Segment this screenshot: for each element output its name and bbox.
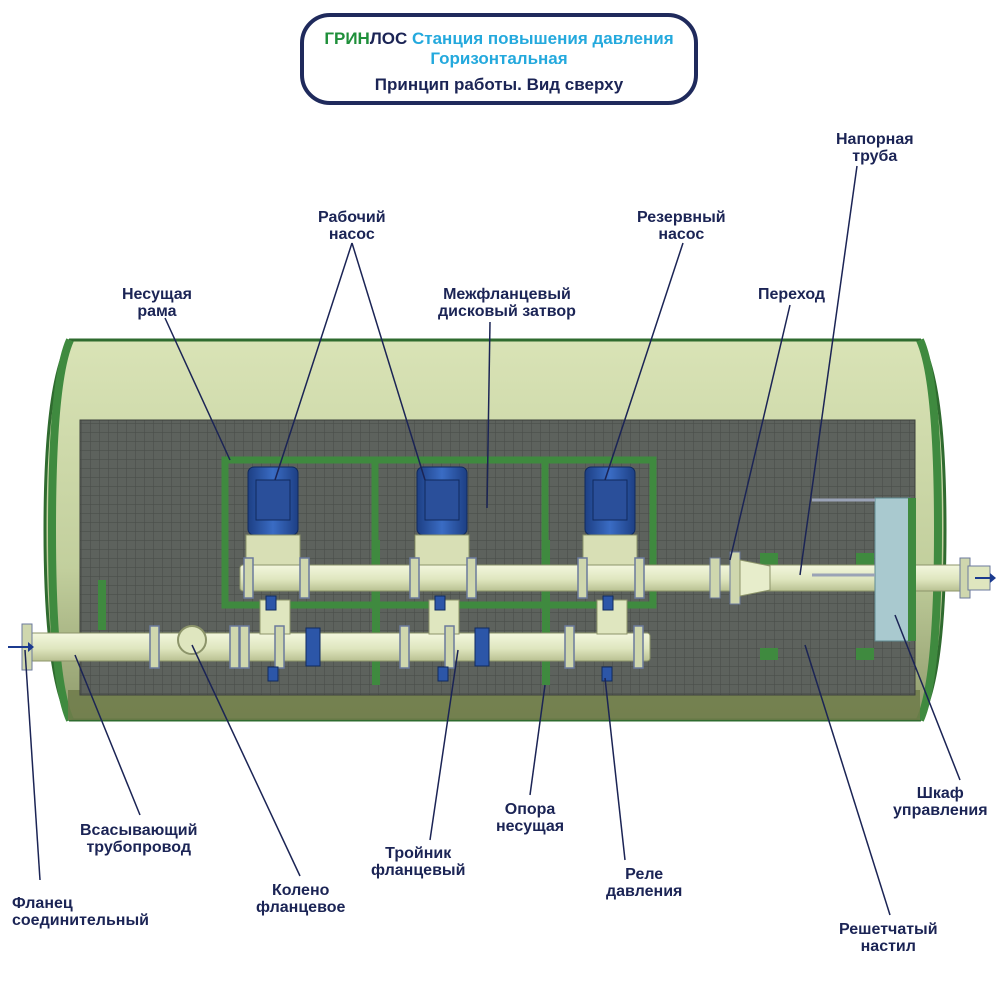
label-flange-connector: Фланец соединительный: [12, 895, 149, 929]
label-flange-connector-1: Фланец: [12, 895, 73, 912]
label-support: Опора несущая: [496, 801, 564, 835]
label-flange-connector-2: соединительный: [12, 912, 149, 929]
label-pressure-relay-1: Реле: [625, 866, 664, 883]
label-support-frame: Несущая рама: [122, 286, 192, 320]
label-flanged-elbow: Колено фланцевое: [256, 882, 345, 916]
label-control-cabinet-2: управления: [893, 802, 988, 819]
butterfly-valves: [265, 595, 614, 667]
label-pressure-relay: Реле давления: [606, 866, 682, 900]
title-line-2: Горизонтальная: [430, 49, 568, 68]
title-station: Станция повышения давления: [407, 29, 674, 48]
label-support-frame-2: рама: [137, 303, 177, 320]
label-control-cabinet: Шкаф управления: [893, 785, 988, 819]
label-flanged-elbow-2: фланцевое: [256, 899, 346, 916]
title-line-1: ГРИНЛОС Станция повышения давления: [304, 29, 694, 49]
pump-3: [582, 466, 638, 635]
label-support-1: Опора: [504, 801, 556, 818]
label-support-frame-1: Несущая: [122, 286, 192, 303]
suction-pipe: [8, 623, 651, 671]
flanges: [149, 557, 645, 669]
label-control-cabinet-1: Шкаф: [916, 785, 964, 802]
brand-los: ЛОС: [369, 29, 408, 48]
label-pressure-pipe-1: Напорная: [836, 131, 914, 148]
label-flanged-tee-1: Тройник: [385, 845, 452, 862]
label-working-pump-1: Рабочий: [318, 209, 386, 226]
title-line-3: Принцип работы. Вид сверху: [374, 75, 624, 94]
brand-grin: ГРИН: [324, 29, 370, 48]
label-suction-pipe: Всасывающий трубопровод: [80, 822, 197, 856]
label-pressure-pipe-2: труба: [852, 148, 898, 165]
label-grating-floor-2: настил: [860, 938, 916, 955]
label-reserve-pump: Резервный насос: [637, 209, 726, 243]
label-suction-pipe-1: Всасывающий: [80, 822, 198, 839]
leader-lines: [24, 165, 961, 916]
label-support-2: несущая: [496, 818, 565, 835]
label-butterfly-valve-2: дисковый затвор: [438, 303, 576, 320]
label-transition-1: Переход: [758, 286, 826, 303]
pressure-pipe: [239, 551, 996, 605]
label-flanged-tee-2: фланцевый: [371, 862, 466, 879]
title-box: ГРИНЛОС Станция повышения давления Гориз…: [300, 13, 698, 105]
control-cabinet: [812, 497, 916, 642]
label-flanged-elbow-1: Колено: [271, 882, 330, 899]
pump-2: [414, 466, 470, 635]
label-grating-floor-1: Решетчатый: [839, 921, 938, 938]
label-flanged-tee: Тройник фланцевый: [371, 845, 465, 879]
label-reserve-pump-1: Резервный: [637, 209, 726, 226]
label-pressure-relay-2: давления: [606, 883, 683, 900]
label-working-pump-2: насос: [328, 226, 375, 243]
label-grating-floor: Решетчатый настил: [839, 921, 938, 955]
label-transition: Переход: [758, 286, 825, 303]
pressure-relays: [267, 666, 613, 682]
label-suction-pipe-2: трубопровод: [86, 839, 191, 856]
label-working-pump: Рабочий насос: [318, 209, 386, 243]
label-butterfly-valve: Межфланцевый дисковый затвор: [438, 286, 576, 320]
label-pressure-pipe: Напорная труба: [836, 131, 914, 165]
supports: [98, 540, 874, 685]
label-reserve-pump-2: насос: [658, 226, 705, 243]
label-butterfly-valve-1: Межфланцевый: [443, 286, 571, 303]
